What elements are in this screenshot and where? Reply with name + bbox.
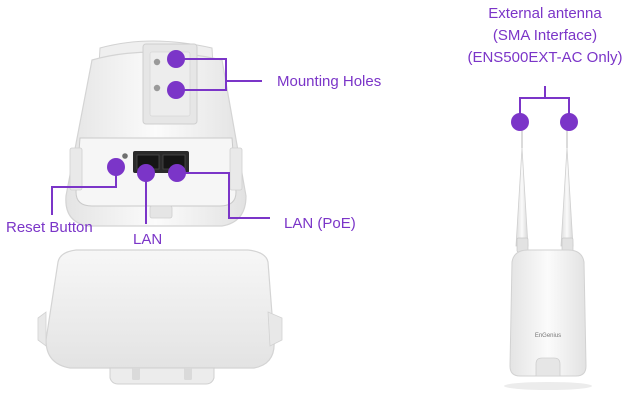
label-lan: LAN	[133, 231, 163, 248]
reset-hole	[122, 153, 128, 159]
callout-dot-reset	[107, 158, 125, 176]
label-external-antenna-line2: (SMA Interface)	[492, 27, 598, 44]
antenna-right	[560, 147, 574, 247]
label-reset-button: Reset Button	[6, 219, 93, 236]
callout-dot-mounting-bottom	[167, 81, 185, 99]
callout-dots	[107, 50, 578, 182]
brand-logo: EnGenius	[535, 333, 561, 339]
label-mounting-holes: Mounting Holes	[277, 73, 382, 90]
mounting-hole	[153, 58, 161, 66]
mounting-hole	[153, 84, 161, 92]
access-point-rear-view	[65, 40, 247, 227]
antenna-left	[515, 147, 529, 247]
callout-line-mounting-2	[176, 81, 227, 91]
label-external-antenna-line3: (ENS500EXT-AC Only)	[467, 49, 623, 66]
access-point-with-antennas: EnGenius	[504, 130, 592, 390]
callout-dot-antenna-left	[511, 113, 529, 131]
callout-dot-lan-poe	[168, 164, 186, 182]
bottom-cover	[37, 249, 283, 385]
callout-line-mounting	[176, 58, 262, 82]
label-lan-poe: LAN (PoE)	[284, 215, 356, 232]
callout-line-lan-poe	[177, 172, 270, 219]
label-external-antenna-line1: External antenna	[488, 5, 602, 22]
callout-dot-lan	[137, 164, 155, 182]
callout-dot-antenna-right	[560, 113, 578, 131]
callout-dot-mounting-top	[167, 50, 185, 68]
callout-line-reset	[51, 167, 117, 215]
label-external-antenna: External antenna (SMA Interface) (ENS500…	[455, 3, 624, 69]
